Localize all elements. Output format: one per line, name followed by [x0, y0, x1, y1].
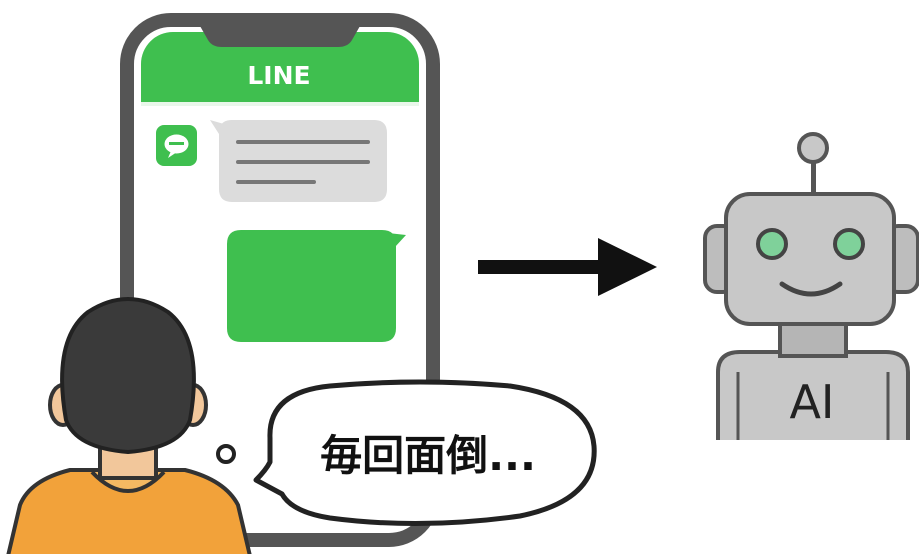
robot-head [724, 192, 896, 326]
robot-chest-label: AI [789, 375, 834, 429]
thought-dot [216, 444, 236, 464]
received-message-bubble [210, 120, 387, 202]
thought-text: 毎回面倒... [320, 431, 536, 480]
robot-right-eye [833, 228, 865, 260]
person-shirt [6, 468, 252, 554]
person-hair [60, 297, 196, 455]
robot-neck [778, 320, 848, 358]
robot-antenna [811, 158, 816, 194]
sent-message-bubble [227, 230, 406, 342]
robot-antenna-ball [797, 132, 829, 164]
app-title: LINE [247, 61, 310, 90]
line-chat-icon [156, 125, 197, 166]
thought-bubble-body [253, 379, 597, 527]
thought-bubble: 毎回面倒... [216, 379, 597, 527]
robot-left-eye [756, 228, 788, 260]
person [6, 297, 252, 554]
phone-notch [200, 26, 360, 47]
robot-smile [779, 281, 843, 297]
right-arrow-icon [478, 238, 657, 296]
ai-robot: AI [703, 132, 919, 440]
